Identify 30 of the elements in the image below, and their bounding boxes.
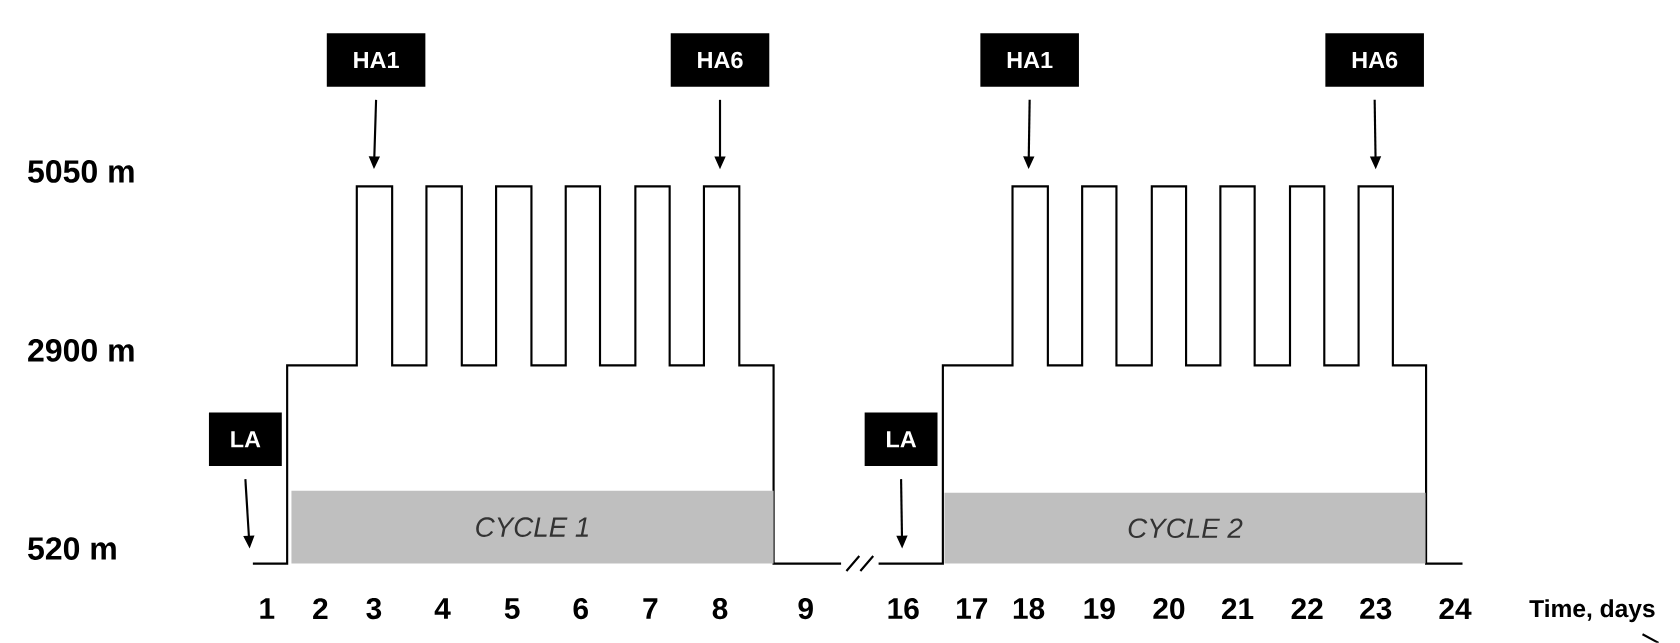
- label-box: LA: [864, 412, 938, 467]
- day-number: 16: [888, 598, 919, 620]
- label-box: HA1: [326, 33, 426, 87]
- day-number: 24: [1439, 598, 1472, 620]
- label-box: HA6: [670, 33, 770, 87]
- day-number: 17: [957, 598, 988, 619]
- day-number: 7: [643, 598, 658, 619]
- day-number: 8: [712, 598, 728, 620]
- day-number: 22: [1291, 598, 1323, 620]
- axis-title: Time, days: [1529, 599, 1655, 623]
- day-number: 5: [504, 598, 520, 620]
- day-number: 23: [1360, 598, 1392, 620]
- day-number: 19: [1084, 598, 1115, 620]
- label-box: HA1: [980, 33, 1079, 87]
- day-number: 1: [260, 598, 275, 619]
- day-number: 6: [573, 598, 588, 620]
- day-number: 3: [366, 598, 382, 620]
- day-number: 2: [313, 598, 328, 620]
- cycle-band: CYCLE 1: [291, 490, 774, 564]
- day-number: 20: [1153, 598, 1185, 620]
- label-box: LA: [208, 412, 282, 467]
- day-number: 9: [798, 598, 813, 620]
- day-number: 4: [434, 598, 451, 619]
- altitude-label: 2900 m: [28, 339, 134, 362]
- altitude-label: 520 m: [28, 537, 116, 560]
- label-box: HA6: [1325, 33, 1424, 87]
- day-number: 18: [1013, 598, 1045, 620]
- day-number: 21: [1221, 598, 1254, 620]
- altitude-label: 5050 m: [28, 160, 134, 183]
- cycle-band: CYCLE 2: [944, 492, 1426, 564]
